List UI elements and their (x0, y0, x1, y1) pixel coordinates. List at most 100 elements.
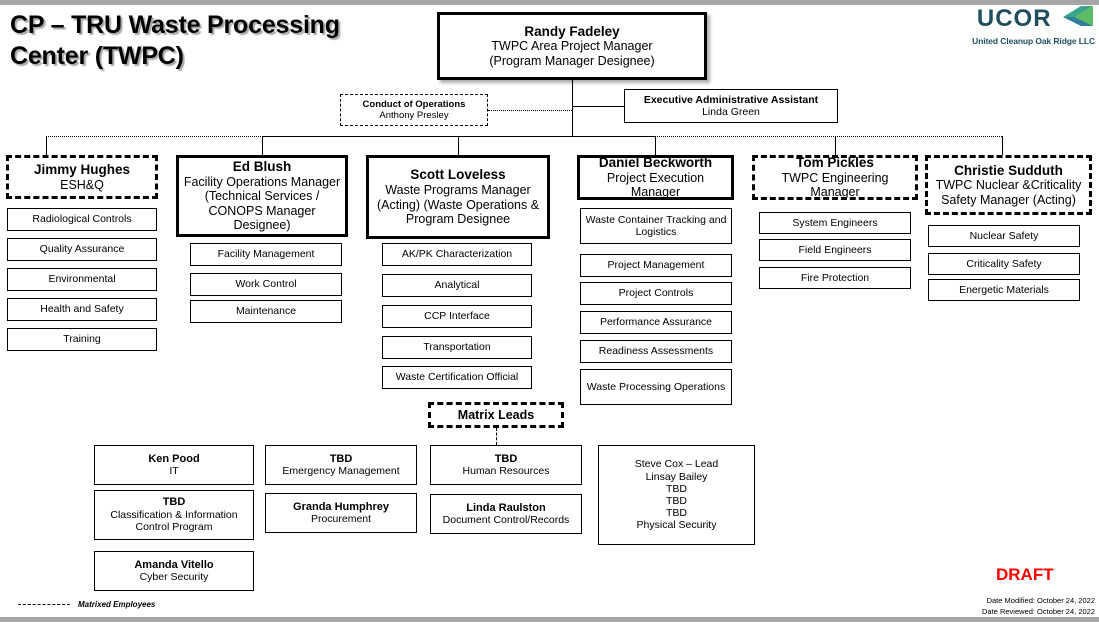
connector-exec-admin (572, 106, 624, 107)
box-matrix-leads-header[interactable]: Matrix Leads (428, 402, 564, 428)
connector-matrix-leads (496, 428, 497, 445)
box-matrix-cyber[interactable]: Amanda Vitello Cyber Security (94, 551, 254, 591)
box-matrix-procurement[interactable]: Granda Humphrey Procurement (265, 493, 417, 533)
lead-role-facility-ops: Facility Operations Manager (Technical S… (183, 174, 341, 233)
matrix-line1: Steve Cox – Lead (634, 458, 719, 471)
spine-dotted-right (654, 136, 1002, 137)
slide-top-border (0, 0, 1099, 5)
report-esh-3[interactable]: Health and Safety (7, 298, 157, 321)
report-eng-0[interactable]: System Engineers (759, 212, 911, 234)
report-waste-0[interactable]: AK/PK Characterization (382, 243, 532, 266)
report-proj-3[interactable]: Performance Assurance (580, 311, 732, 334)
box-exec-admin[interactable]: Executive Administrative Assistant Linda… (624, 89, 838, 123)
report-label: Nuclear Safety (969, 229, 1039, 242)
report-waste-1[interactable]: Analytical (382, 274, 532, 297)
page-title: CP – TRU Waste Processing Center (TWPC) (10, 11, 340, 70)
matrix-line2: Linsay Bailey TBD TBD TBD Physical Secur… (636, 470, 717, 532)
box-matrix-security[interactable]: Steve Cox – Lead Linsay Bailey TBD TBD T… (598, 445, 755, 545)
date-modified: Date Modified: October 24, 2022 (986, 596, 1095, 605)
connector-conduct-dotted (488, 110, 572, 111)
report-nuc-2[interactable]: Energetic Materials (928, 279, 1080, 301)
box-matrix-it[interactable]: Ken Pood IT (94, 445, 254, 485)
matrix-leads-label: Matrix Leads (457, 407, 535, 422)
box-matrix-cicp[interactable]: TBD Classification & Information Control… (94, 490, 254, 540)
report-label: Energetic Materials (959, 283, 1049, 296)
report-label: Waste Processing Operations (586, 380, 726, 393)
report-waste-4[interactable]: Waste Certification Official (382, 366, 532, 389)
report-label: Analytical (434, 279, 480, 292)
matrix-line2: IT (169, 465, 179, 478)
conduct-name: Anthony Presley (379, 110, 449, 121)
box-lead-esh[interactable]: Jimmy Hughes ESH&Q (6, 155, 158, 199)
report-facility-0[interactable]: Facility Management (190, 243, 342, 266)
report-facility-1[interactable]: Work Control (190, 273, 342, 296)
report-esh-0[interactable]: Radiological Controls (7, 208, 157, 231)
spine-dotted-left (46, 136, 263, 137)
matrix-line2: Document Control/Records (442, 514, 570, 527)
report-proj-5[interactable]: Waste Processing Operations (580, 369, 732, 405)
box-lead-waste-programs[interactable]: Scott Loveless Waste Programs Manager (A… (366, 155, 550, 239)
slide-bottom-border (0, 617, 1099, 622)
report-label: Maintenance (235, 305, 297, 318)
report-facility-2[interactable]: Maintenance (190, 300, 342, 323)
report-esh-1[interactable]: Quality Assurance (7, 238, 157, 261)
matrix-line2: Cyber Security (139, 571, 209, 584)
report-esh-4[interactable]: Training (7, 328, 157, 351)
box-lead-project-execution[interactable]: Daniel Beckworth Project Execution Manag… (577, 155, 734, 200)
matrix-line1: TBD (329, 452, 353, 465)
top-manager-role-2: (Program Manager Designee) (489, 53, 655, 68)
top-manager-name: Randy Fadeley (524, 23, 620, 39)
box-lead-facility-ops[interactable]: Ed Blush Facility Operations Manager (Te… (176, 155, 348, 237)
report-label: System Engineers (792, 216, 878, 229)
connector-top-vertical (572, 80, 573, 136)
matrix-line1: Granda Humphrey (293, 500, 389, 513)
report-label: Work Control (235, 278, 297, 291)
lead-name-facility-ops: Ed Blush (232, 159, 292, 175)
report-nuc-1[interactable]: Criticality Safety (928, 253, 1080, 275)
report-label: Quality Assurance (39, 243, 125, 256)
box-matrix-documents[interactable]: Linda Raulston Document Control/Records (430, 494, 582, 534)
top-manager-role-1: TWPC Area Project Manager (491, 39, 653, 54)
spine-solid-mid (262, 136, 656, 137)
legend: Matrixed Employees (18, 600, 155, 609)
report-proj-1[interactable]: Project Management (580, 254, 732, 277)
revision-dates: Date Modified: October 24, 2022 Date Rev… (972, 596, 1095, 617)
conduct-title: Conduct of Operations (362, 98, 466, 110)
report-label: Fire Protection (800, 271, 870, 284)
box-matrix-emergency[interactable]: TBD Emergency Management (265, 445, 417, 485)
box-matrix-hr[interactable]: TBD Human Resources (430, 445, 582, 485)
report-eng-1[interactable]: Field Engineers (759, 239, 911, 261)
matrix-line2: Human Resources (462, 465, 550, 478)
report-label: Environmental (48, 273, 116, 286)
lead-role-esh: ESH&Q (60, 177, 104, 192)
exec-admin-name: Linda Green (702, 106, 760, 118)
report-label: Waste Certification Official (395, 371, 519, 384)
report-nuc-0[interactable]: Nuclear Safety (928, 225, 1080, 247)
draft-watermark: DRAFT (996, 565, 1054, 584)
date-reviewed: Date Reviewed: October 24, 2022 (982, 606, 1095, 616)
report-eng-2[interactable]: Fire Protection (759, 267, 911, 289)
lead-role-project-execution: Project Execution Manager (606, 170, 705, 200)
box-conduct-of-operations[interactable]: Conduct of Operations Anthony Presley (340, 94, 488, 126)
box-lead-engineering[interactable]: Tom Pickles TWPC Engineering Manager (752, 155, 918, 200)
stub-engineering (835, 136, 836, 155)
report-label: Project Controls (618, 287, 694, 300)
ucor-wordmark: UCOR (976, 4, 1052, 32)
ucor-tagline: United Cleanup Oak Ridge LLC (972, 36, 1095, 46)
report-proj-4[interactable]: Readiness Assessments (580, 340, 732, 363)
report-proj-0[interactable]: Waste Container Tracking and Logistics (580, 208, 732, 244)
box-top-manager[interactable]: Randy Fadeley TWPC Area Project Manager … (437, 12, 707, 80)
lead-name-project-execution: Daniel Beckworth (598, 155, 713, 171)
matrix-line1: Ken Pood (148, 452, 200, 465)
box-lead-nuclear-criticality[interactable]: Christie Sudduth TWPC Nuclear &Criticali… (925, 155, 1092, 215)
report-label: Health and Safety (40, 303, 124, 316)
report-label: Waste Container Tracking and Logistics (585, 213, 727, 238)
report-label: Readiness Assessments (598, 345, 714, 358)
report-label: Field Engineers (798, 243, 872, 256)
report-proj-2[interactable]: Project Controls (580, 282, 732, 305)
lead-name-engineering: Tom Pickles (796, 155, 874, 171)
report-waste-3[interactable]: Transportation (382, 336, 532, 359)
matrix-line2: Emergency Management (282, 465, 400, 478)
report-esh-2[interactable]: Environmental (7, 268, 157, 291)
report-waste-2[interactable]: CCP Interface (382, 305, 532, 328)
